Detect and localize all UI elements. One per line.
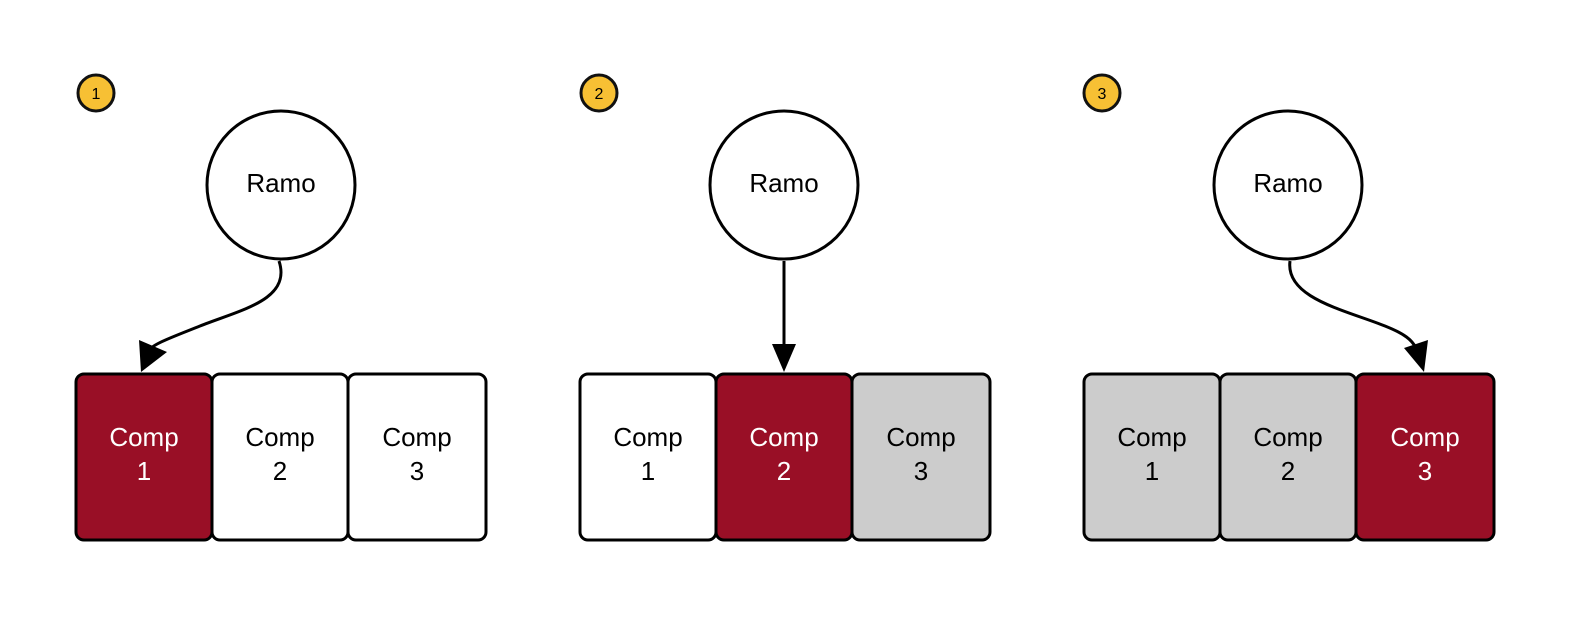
component-cell-title: Comp — [613, 422, 682, 452]
component-cell-box[interactable] — [850, 372, 992, 542]
component-cell-number: 3 — [914, 456, 928, 486]
step-badge-label: 1 — [92, 86, 101, 103]
step-badge-label: 3 — [1098, 86, 1107, 103]
step-badge-circle — [579, 73, 619, 113]
component-cell-title: Comp — [109, 422, 178, 452]
arrowhead-icon — [139, 340, 167, 372]
component-cell-number: 2 — [273, 456, 287, 486]
panel-2: 2 Ramo Comp 1 Comp 2 Comp 3 — [578, 73, 992, 542]
component-row-3: Comp 1 Comp 2 Comp 3 — [1082, 372, 1496, 542]
ramo-node-1[interactable]: Ramo — [205, 109, 357, 261]
component-cell-title: Comp — [382, 422, 451, 452]
component-cell-number: 1 — [641, 456, 655, 486]
component-cell-title: Comp — [1117, 422, 1186, 452]
component-cell-number: 1 — [137, 456, 151, 486]
component-cell-number: 1 — [1145, 456, 1159, 486]
component-row-1: Comp 1 Comp 2 Comp 3 — [74, 372, 488, 542]
component-cell-number: 2 — [1281, 456, 1295, 486]
component-cell-title: Comp — [749, 422, 818, 452]
step-badge-3: 3 — [1082, 73, 1122, 113]
arrowhead-icon — [772, 344, 796, 372]
step-badge-circle — [1082, 73, 1122, 113]
connector-arrow-1 — [139, 260, 283, 372]
component-cell-number: 3 — [410, 456, 424, 486]
component-cell-box[interactable] — [1354, 372, 1496, 542]
connector-line — [146, 260, 283, 353]
component-row-2: Comp 1 Comp 2 Comp 3 — [578, 372, 992, 542]
component-cell-box[interactable] — [346, 372, 488, 542]
component-cell-1-2[interactable]: Comp 2 — [210, 372, 350, 542]
component-cell-3-1[interactable]: Comp 1 — [1082, 372, 1222, 542]
ramo-node-2[interactable]: Ramo — [708, 109, 860, 261]
ramo-node-3[interactable]: Ramo — [1212, 109, 1364, 261]
component-cell-title: Comp — [886, 422, 955, 452]
component-cell-title: Comp — [1390, 422, 1459, 452]
component-cell-3-2[interactable]: Comp 2 — [1218, 372, 1358, 542]
ramo-node-circle[interactable] — [205, 109, 357, 261]
connector-arrow-3 — [1288, 260, 1428, 372]
component-cell-number: 2 — [777, 456, 791, 486]
connector-arrow-2 — [772, 261, 796, 372]
component-cell-2-2[interactable]: Comp 2 — [714, 372, 854, 542]
component-cell-2-3[interactable]: Comp 3 — [850, 372, 992, 542]
ramo-node-circle[interactable] — [708, 109, 860, 261]
ramo-node-label: Ramo — [246, 168, 315, 198]
ramo-node-circle[interactable] — [1212, 109, 1364, 261]
component-cell-2-1[interactable]: Comp 1 — [578, 372, 718, 542]
connector-line — [1288, 260, 1418, 349]
step-badge-2: 2 — [579, 73, 619, 113]
ramo-node-label: Ramo — [749, 168, 818, 198]
step-badge-label: 2 — [595, 86, 604, 103]
component-cell-1-1[interactable]: Comp 1 — [74, 372, 214, 542]
ramo-node-label: Ramo — [1253, 168, 1322, 198]
panel-1: 1 Ramo Comp 1 Comp 2 Comp 3 — [74, 73, 488, 542]
step-badge-1: 1 — [76, 73, 116, 113]
panel-3: 3 Ramo Comp 1 Comp 2 Comp 3 — [1082, 73, 1496, 542]
step-badge-circle — [76, 73, 116, 113]
arrowhead-icon — [1404, 340, 1428, 372]
component-cell-title: Comp — [245, 422, 314, 452]
component-cell-1-3[interactable]: Comp 3 — [346, 372, 488, 542]
component-cell-title: Comp — [1253, 422, 1322, 452]
component-cell-number: 3 — [1418, 456, 1432, 486]
component-cell-3-3[interactable]: Comp 3 — [1354, 372, 1496, 542]
